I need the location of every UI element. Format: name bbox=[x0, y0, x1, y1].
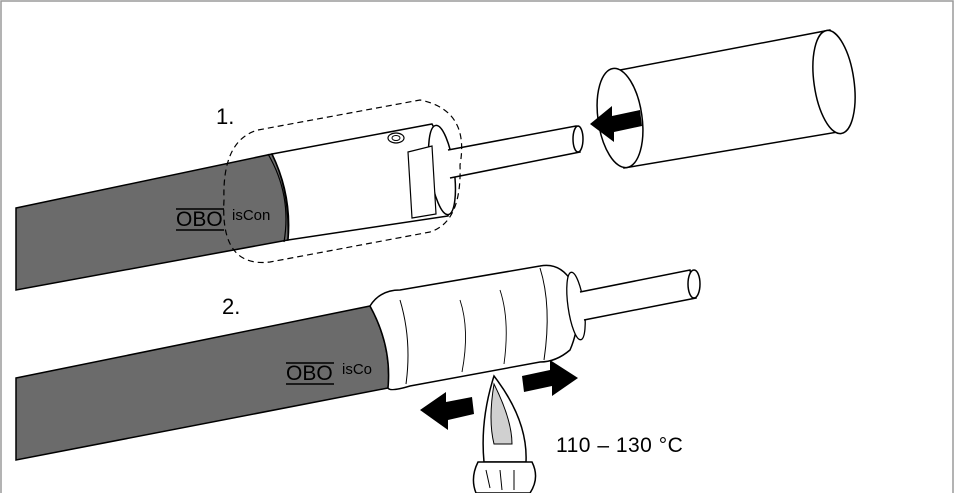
conductor-rod-end-step2 bbox=[687, 269, 701, 299]
cable-brand-step2: OBO bbox=[286, 362, 333, 385]
slide-right-arrow-icon bbox=[522, 360, 578, 396]
step-2-label: 2. bbox=[222, 294, 240, 319]
cable-suffix-step2: isCo bbox=[342, 361, 372, 378]
cable-end-step1 bbox=[267, 153, 287, 243]
shrink-sleeve bbox=[369, 264, 579, 391]
step-1-label: 1. bbox=[216, 104, 234, 129]
conductor-rod-end bbox=[572, 125, 584, 153]
shrink-wrinkle-4 bbox=[539, 267, 548, 361]
step-1-assembly: 1. OBO isCon bbox=[15, 29, 856, 291]
step-2-assembly: 2. OBO isCo 110 – 130 °C bbox=[15, 264, 701, 493]
shrink-wrinkle-3 bbox=[499, 289, 507, 365]
screw-hole-icon bbox=[387, 132, 405, 144]
end-cap bbox=[596, 29, 856, 169]
conductor-rod-step1 bbox=[447, 125, 581, 179]
conductor-rod-step2 bbox=[579, 269, 697, 321]
cable-brand-step1: OBO bbox=[176, 208, 223, 231]
cable-step2 bbox=[15, 305, 390, 461]
temperature-label: 110 – 130 °C bbox=[556, 434, 683, 457]
push-arrow-icon bbox=[590, 106, 642, 142]
slide-left-arrow-icon bbox=[420, 392, 474, 430]
hot-air-gun-icon bbox=[472, 374, 537, 493]
shrink-wrinkle-2 bbox=[459, 299, 467, 373]
highlight-outline bbox=[223, 99, 463, 264]
shrink-wrinkle-1 bbox=[399, 299, 409, 385]
cable-suffix-step1: isCon bbox=[232, 207, 270, 224]
sleeve-groove bbox=[407, 145, 437, 219]
